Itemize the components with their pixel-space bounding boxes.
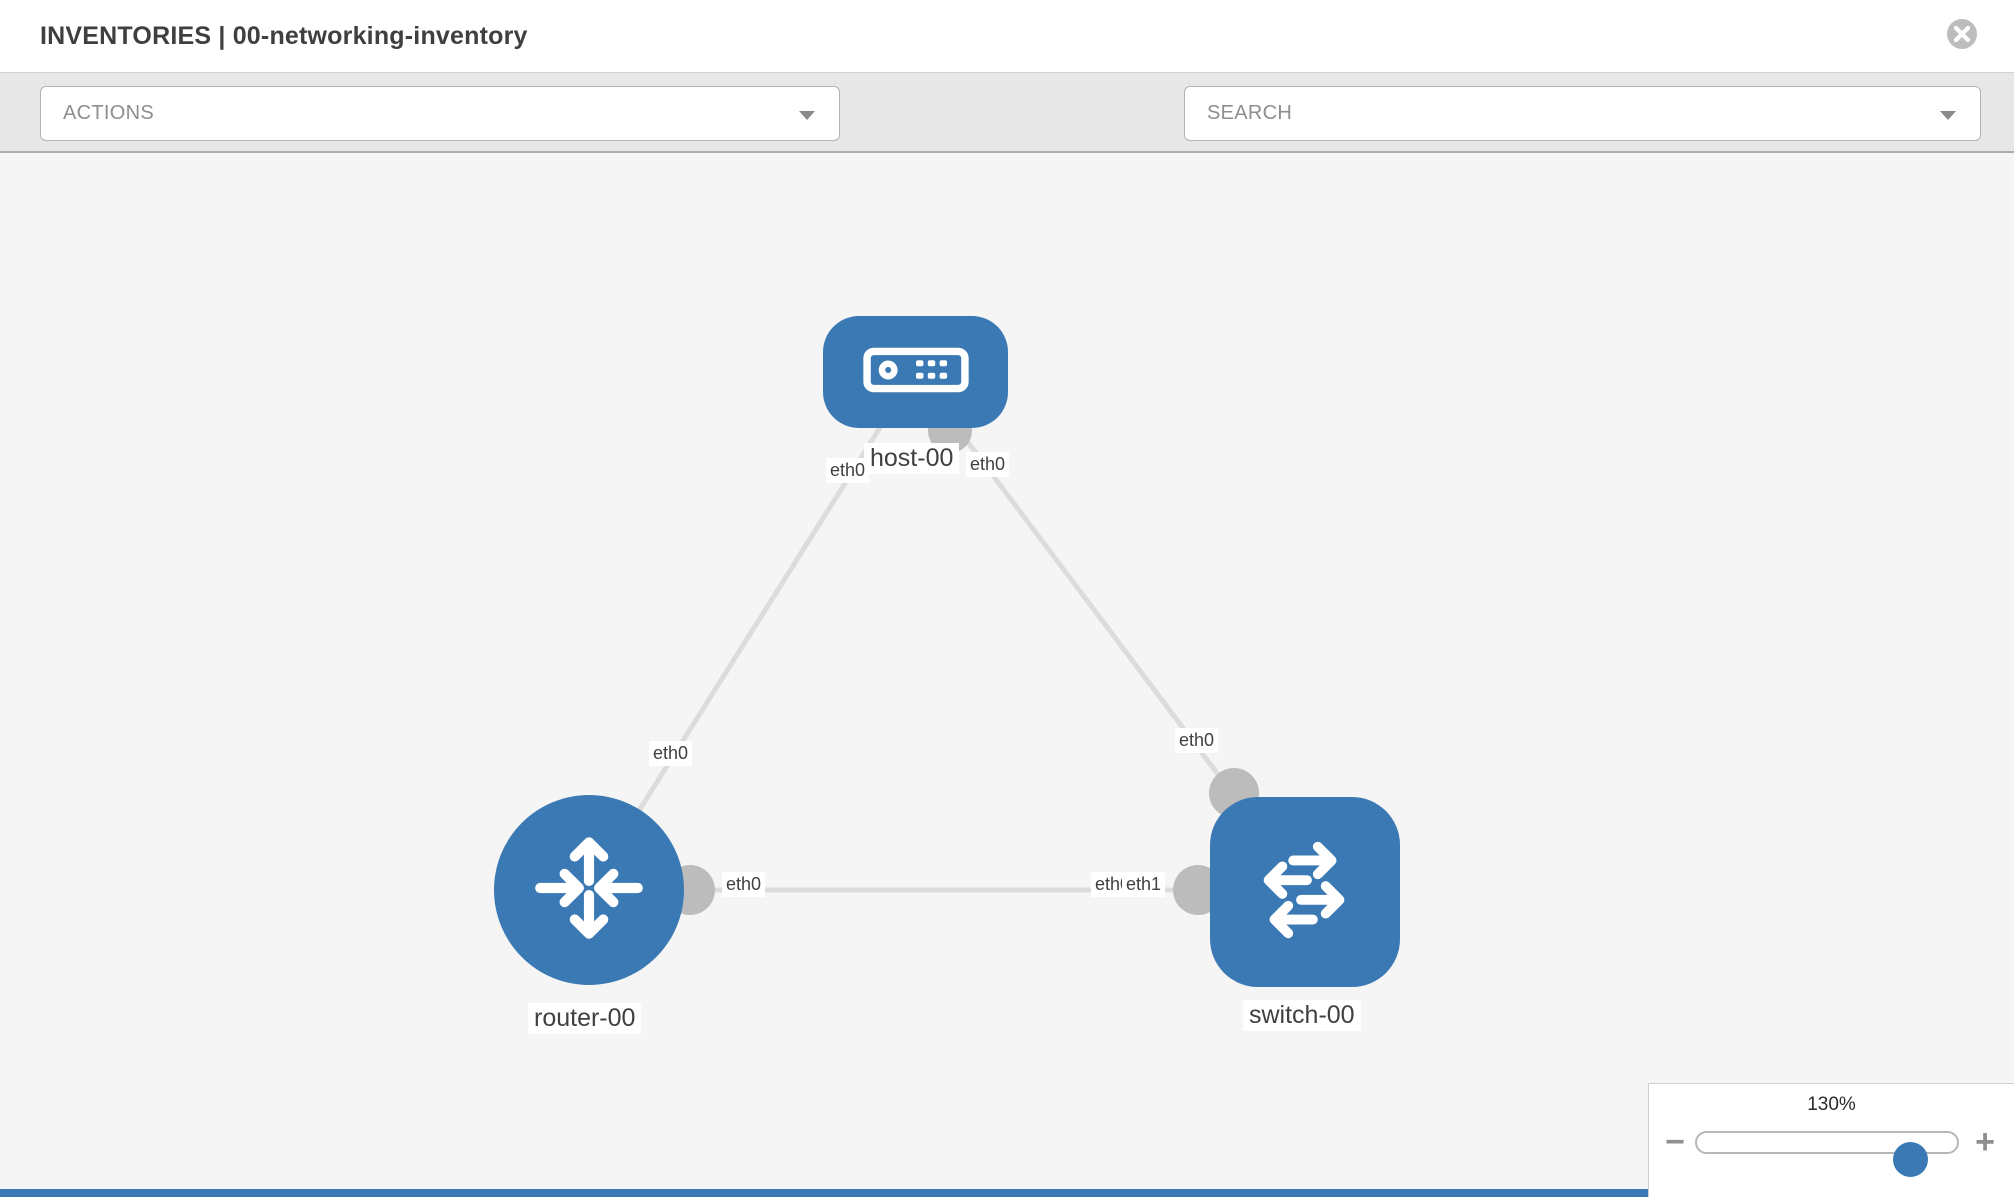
- chevron-down-icon: [1940, 111, 1956, 120]
- router-icon: [524, 823, 654, 958]
- node-label-host: host-00: [864, 443, 960, 474]
- node-label-switch: switch-00: [1243, 1000, 1361, 1031]
- zoom-in-button[interactable]: +: [1965, 1118, 2005, 1166]
- interface-label: eth0: [826, 458, 870, 483]
- zoom-control-panel: 130% − +: [1648, 1083, 2014, 1197]
- node-label-router: router-00: [528, 1003, 642, 1034]
- zoom-level-value: 130%: [1807, 1094, 1856, 1115]
- header: INVENTORIES | 00-networking-inventory: [0, 0, 2014, 72]
- node-router-00[interactable]: [494, 795, 684, 985]
- host-icon: [862, 343, 970, 402]
- interface-label: eth1: [1122, 872, 1166, 897]
- interface-label: eth0: [966, 452, 1010, 477]
- actions-dropdown-label: ACTIONS: [63, 102, 154, 124]
- zoom-out-button[interactable]: −: [1655, 1118, 1695, 1166]
- interface-label: eth0: [722, 872, 766, 897]
- chevron-down-icon: [799, 111, 815, 120]
- search-dropdown-label: SEARCH: [1207, 102, 1293, 124]
- close-button[interactable]: [1947, 19, 1977, 49]
- topology-canvas[interactable]: host-00 router-00 switch-00 eth0 eth0 et…: [0, 153, 2014, 1197]
- zoom-slider-row: − +: [1649, 1116, 2014, 1177]
- actions-dropdown[interactable]: ACTIONS: [40, 86, 840, 141]
- interface-label: eth0: [649, 741, 693, 766]
- page-title: INVENTORIES | 00-networking-inventory: [40, 22, 528, 50]
- switch-icon: [1242, 827, 1368, 958]
- toolbar: ACTIONS: [0, 72, 2014, 206]
- footer-accent-bar: [0, 1189, 1648, 1197]
- zoom-slider-track[interactable]: [1695, 1131, 1959, 1177]
- search-dropdown[interactable]: SEARCH: [1184, 86, 1981, 141]
- interface-label: eth0: [1175, 728, 1219, 753]
- node-switch-00[interactable]: [1210, 797, 1400, 987]
- zoom-slider-thumb[interactable]: [1893, 1142, 1928, 1177]
- links-layer: [586, 370, 1307, 915]
- node-host-00[interactable]: [823, 316, 1008, 428]
